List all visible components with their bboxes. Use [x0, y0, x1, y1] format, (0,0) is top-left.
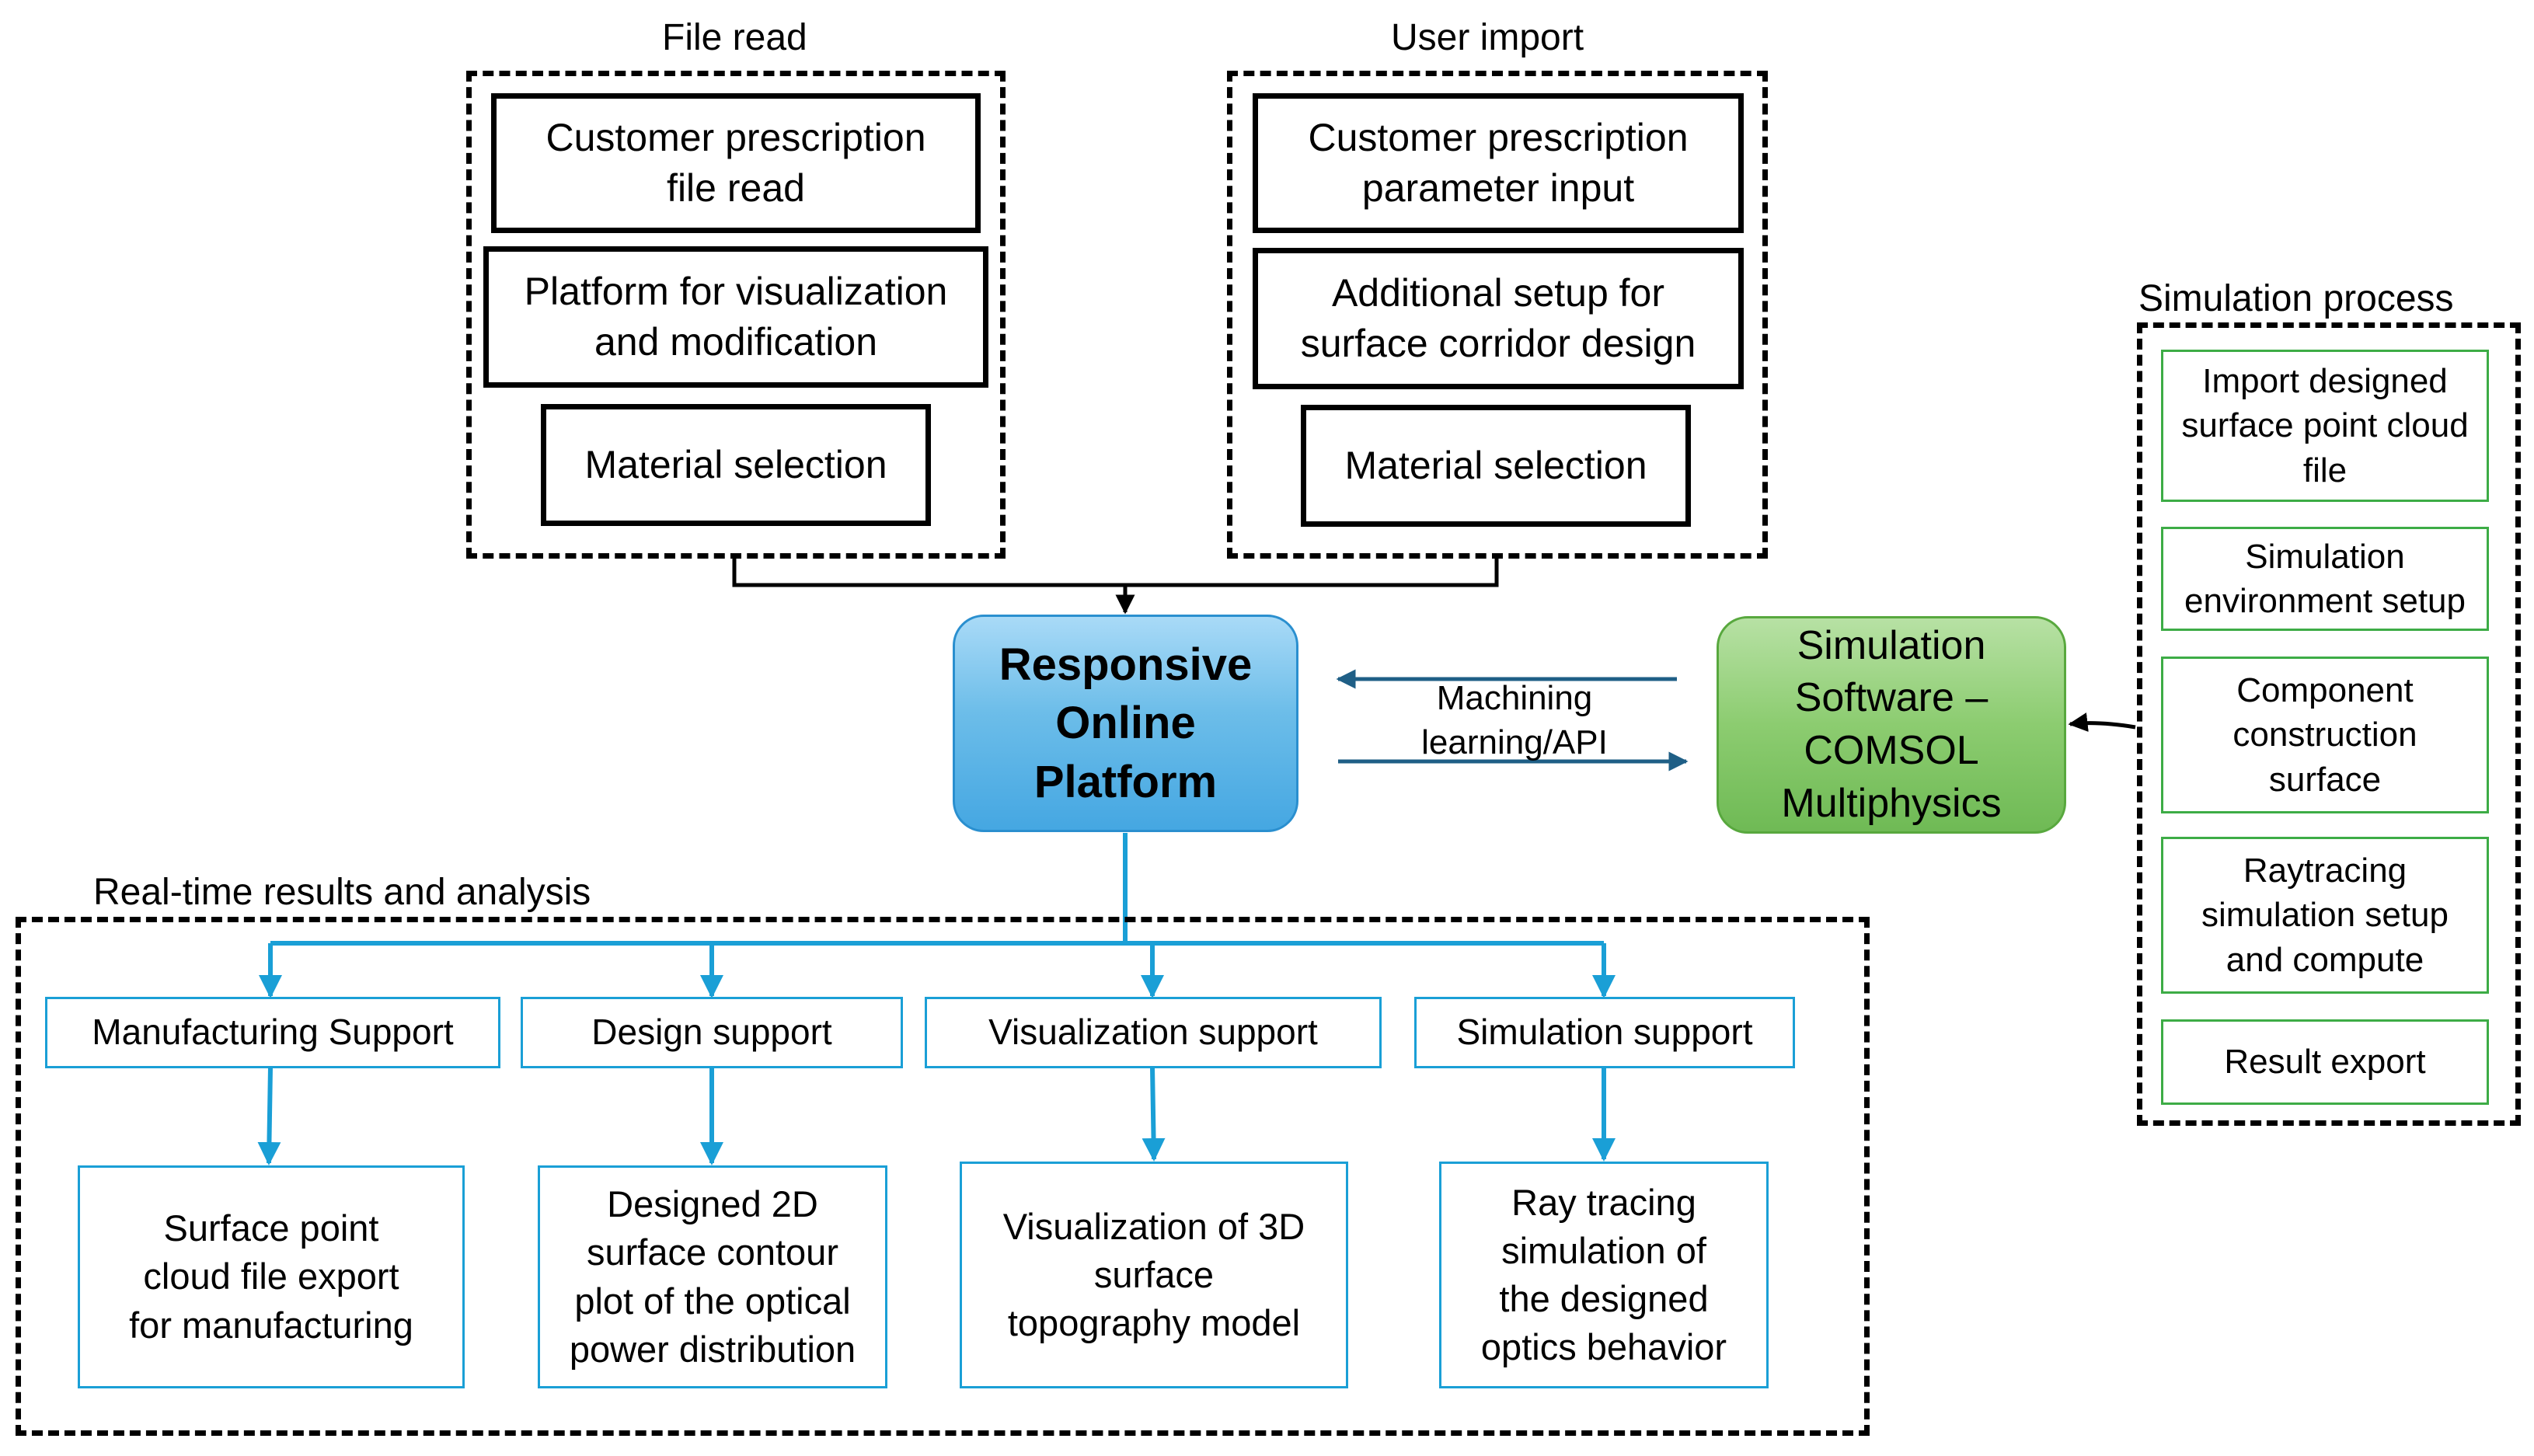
- customer-prescription-parameter-input-box: Customer prescription parameter input: [1253, 93, 1744, 233]
- realtime-results-title: Real-time results and analysis: [93, 872, 591, 913]
- simulation-environment-setup-step: Simulation environment setup: [2161, 527, 2489, 631]
- file-read-material-selection-box: Material selection: [541, 404, 931, 526]
- simulation-software-comsol-node: Simulation Software – COMSOL Multiphysic…: [1717, 616, 2066, 834]
- input-merge-connector: [732, 557, 1499, 615]
- file-read-title: File read: [662, 17, 807, 58]
- visualization-support-box: Visualization support: [925, 997, 1382, 1068]
- realtime-results-group: [16, 917, 1870, 1436]
- topography-model-result: Visualization of 3D surface topography m…: [960, 1162, 1348, 1388]
- customer-prescription-file-read-box: Customer prescription file read: [491, 93, 981, 233]
- user-import-title: User import: [1391, 17, 1584, 58]
- visualization-modification-platform-box: Platform for visualization and modificat…: [483, 246, 988, 388]
- point-cloud-export-result: Surface point cloud file export for manu…: [78, 1165, 465, 1388]
- simulation-process-group: [2137, 322, 2521, 1126]
- machining-learning-api-label: Machining learning/API: [1421, 679, 1608, 762]
- contour-plot-result: Designed 2D surface contour plot of the …: [538, 1165, 887, 1388]
- design-support-box: Design support: [521, 997, 903, 1068]
- user-import-group: [1227, 71, 1768, 559]
- user-import-material-selection-box: Material selection: [1301, 405, 1691, 527]
- import-point-cloud-step: Import designed surface point cloud file: [2161, 350, 2489, 502]
- surface-corridor-setup-box: Additional setup for surface corridor de…: [1253, 248, 1744, 389]
- simulation-support-box: Simulation support: [1414, 997, 1795, 1068]
- output-tree-connector: [257, 833, 1616, 1165]
- result-export-step: Result export: [2161, 1019, 2489, 1105]
- simulation-process-arrow: [2068, 712, 2136, 732]
- ray-tracing-result: Ray tracing simulation of the designed o…: [1439, 1162, 1769, 1388]
- raytracing-setup-compute-step: Raytracing simulation setup and compute: [2161, 837, 2489, 994]
- manufacturing-support-box: Manufacturing Support: [45, 997, 500, 1068]
- simulation-process-title: Simulation process: [2138, 278, 2454, 319]
- file-read-group: [466, 71, 1006, 559]
- responsive-online-platform-node: Responsive Online Platform: [953, 615, 1298, 832]
- component-construction-surface-step: Component construction surface: [2161, 657, 2489, 813]
